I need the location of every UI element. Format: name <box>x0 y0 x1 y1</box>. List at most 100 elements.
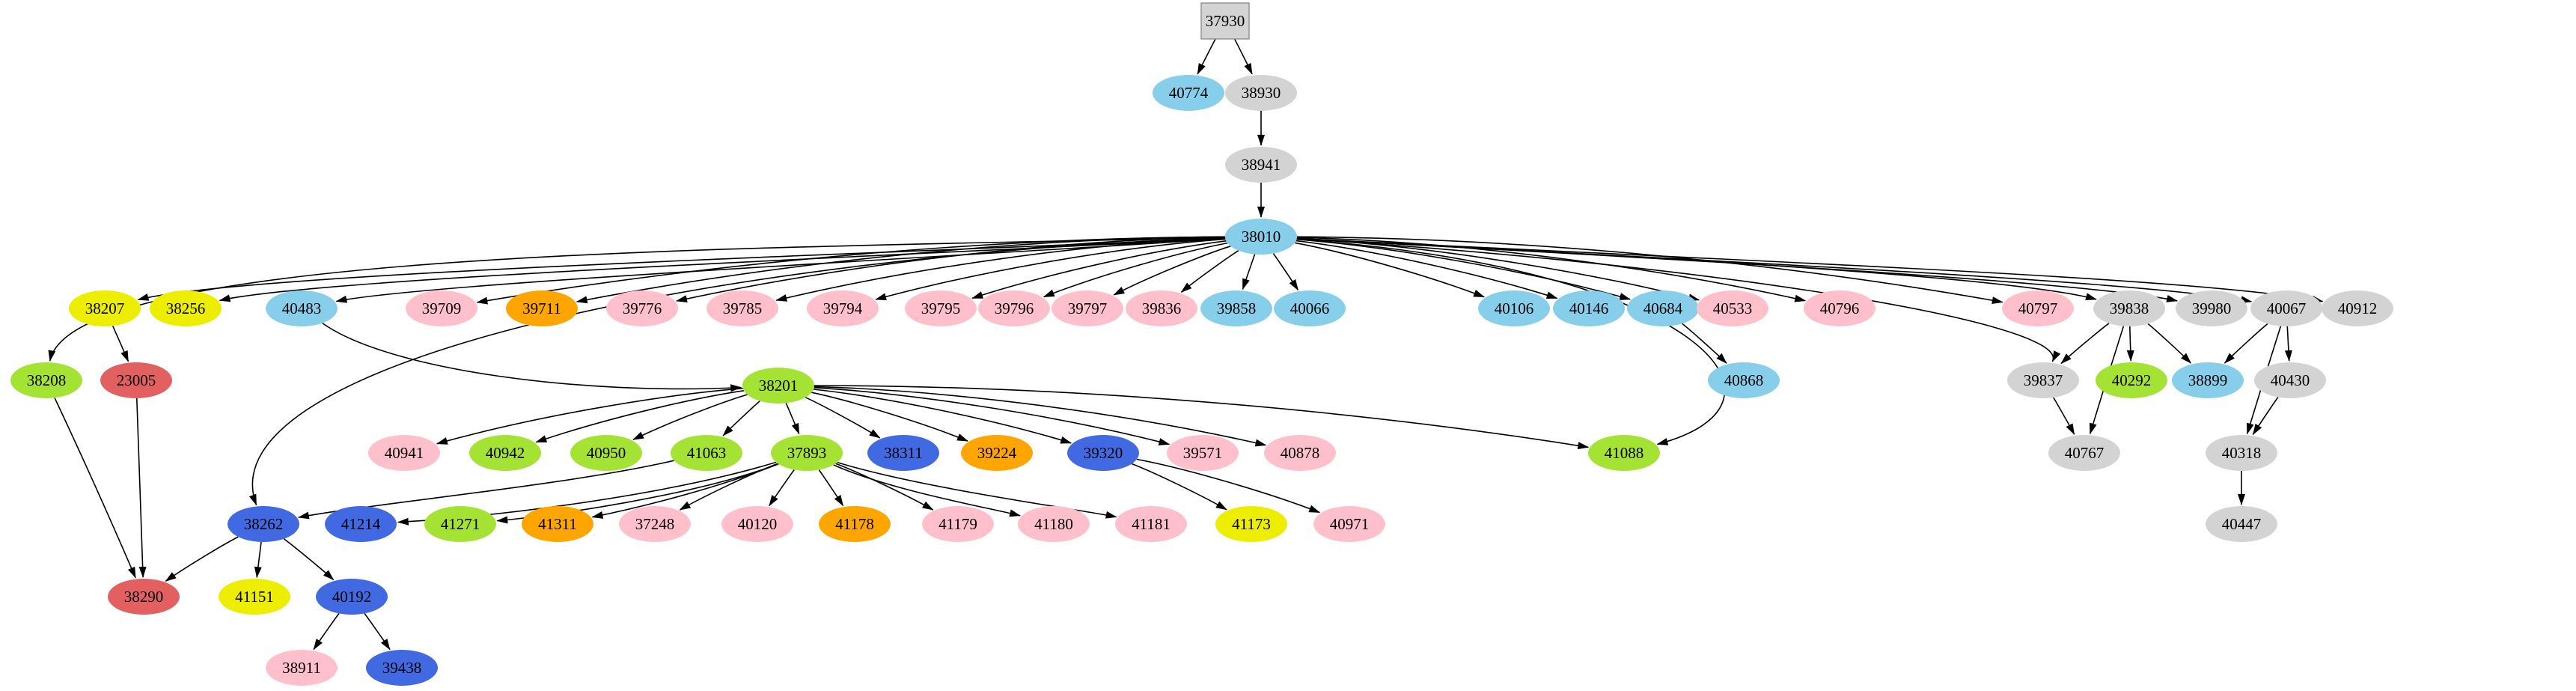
ellipse-node-shape[interactable] <box>150 290 222 326</box>
ellipse-node-shape[interactable] <box>1225 75 1297 111</box>
graph-node-40533[interactable]: 40533 <box>1697 290 1768 326</box>
ellipse-node-shape[interactable] <box>1264 435 1336 471</box>
ellipse-node-shape[interactable] <box>961 435 1033 471</box>
ellipse-node-shape[interactable] <box>10 362 82 398</box>
ellipse-node-shape[interactable] <box>742 368 814 404</box>
ellipse-node-shape[interactable] <box>316 579 388 615</box>
ellipse-node-shape[interactable] <box>1708 362 1780 398</box>
graph-node-38201[interactable]: 38201 <box>742 368 814 404</box>
ellipse-node-shape[interactable] <box>366 650 438 686</box>
ellipse-node-shape[interactable] <box>1627 290 1699 326</box>
ellipse-node-shape[interactable] <box>1553 290 1625 326</box>
ellipse-node-shape[interactable] <box>424 506 496 542</box>
graph-node-39785[interactable]: 39785 <box>706 290 778 326</box>
graph-node-40447[interactable]: 40447 <box>2206 506 2277 542</box>
ellipse-node-shape[interactable] <box>2176 290 2247 326</box>
ellipse-node-shape[interactable] <box>1200 290 1272 326</box>
ellipse-node-shape[interactable] <box>2250 290 2322 326</box>
graph-node-38930[interactable]: 38930 <box>1225 75 1297 111</box>
ellipse-node-shape[interactable] <box>922 506 994 542</box>
ellipse-node-shape[interactable] <box>2002 290 2074 326</box>
graph-node-38311[interactable]: 38311 <box>867 435 939 471</box>
graph-node-39836[interactable]: 39836 <box>1126 290 1197 326</box>
ellipse-node-shape[interactable] <box>570 435 642 471</box>
ellipse-node-shape[interactable] <box>266 650 338 686</box>
graph-node-39224[interactable]: 39224 <box>961 435 1033 471</box>
ellipse-node-shape[interactable] <box>771 435 843 471</box>
graph-node-40912[interactable]: 40912 <box>2322 290 2393 326</box>
graph-node-41063[interactable]: 41063 <box>671 435 742 471</box>
graph-node-39794[interactable]: 39794 <box>807 290 879 326</box>
ellipse-node-shape[interactable] <box>1018 506 1090 542</box>
ellipse-node-shape[interactable] <box>1478 290 1550 326</box>
ellipse-node-shape[interactable] <box>1804 290 1875 326</box>
ellipse-node-shape[interactable] <box>469 435 541 471</box>
graph-node-40120[interactable]: 40120 <box>721 506 793 542</box>
ellipse-node-shape[interactable] <box>1115 506 1187 542</box>
graph-node-40483[interactable]: 40483 <box>266 290 338 326</box>
graph-node-39980[interactable]: 39980 <box>2176 290 2247 326</box>
graph-node-39438[interactable]: 39438 <box>366 650 438 686</box>
graph-node-40318[interactable]: 40318 <box>2206 435 2277 471</box>
ellipse-node-shape[interactable] <box>867 435 939 471</box>
ellipse-node-shape[interactable] <box>1225 219 1297 255</box>
graph-node-39796[interactable]: 39796 <box>978 290 1050 326</box>
graph-node-37893[interactable]: 37893 <box>771 435 843 471</box>
graph-node-39795[interactable]: 39795 <box>905 290 977 326</box>
graph-node-37248[interactable]: 37248 <box>619 506 691 542</box>
graph-node-38207[interactable]: 38207 <box>69 290 141 326</box>
graph-node-40106[interactable]: 40106 <box>1478 290 1550 326</box>
graph-node-40971[interactable]: 40971 <box>1313 506 1385 542</box>
ellipse-node-shape[interactable] <box>100 362 172 398</box>
graph-node-40067[interactable]: 40067 <box>2250 290 2322 326</box>
graph-node-40878[interactable]: 40878 <box>1264 435 1336 471</box>
ellipse-node-shape[interactable] <box>506 290 578 326</box>
ellipse-node-shape[interactable] <box>2093 290 2165 326</box>
ellipse-node-shape[interactable] <box>2096 362 2167 398</box>
graph-node-38256[interactable]: 38256 <box>150 290 222 326</box>
graph-node-38208[interactable]: 38208 <box>10 362 82 398</box>
graph-node-41088[interactable]: 41088 <box>1588 435 1660 471</box>
ellipse-node-shape[interactable] <box>1153 75 1224 111</box>
graph-node-39776[interactable]: 39776 <box>606 290 678 326</box>
graph-node-38899[interactable]: 38899 <box>2172 362 2244 398</box>
ellipse-node-shape[interactable] <box>1052 290 1123 326</box>
graph-node-40192[interactable]: 40192 <box>316 579 388 615</box>
graph-node-41271[interactable]: 41271 <box>424 506 496 542</box>
ellipse-node-shape[interactable] <box>266 290 338 326</box>
graph-node-40797[interactable]: 40797 <box>2002 290 2074 326</box>
ellipse-node-shape[interactable] <box>522 506 593 542</box>
ellipse-node-shape[interactable] <box>368 435 440 471</box>
ellipse-node-shape[interactable] <box>1067 435 1139 471</box>
graph-node-41180[interactable]: 41180 <box>1018 506 1090 542</box>
graph-node-40941[interactable]: 40941 <box>368 435 440 471</box>
graph-node-40684[interactable]: 40684 <box>1627 290 1699 326</box>
ellipse-node-shape[interactable] <box>228 506 299 542</box>
graph-node-41179[interactable]: 41179 <box>922 506 994 542</box>
graph-node-41178[interactable]: 41178 <box>819 506 891 542</box>
graph-node-39320[interactable]: 39320 <box>1067 435 1139 471</box>
graph-node-40292[interactable]: 40292 <box>2096 362 2167 398</box>
graph-node-40868[interactable]: 40868 <box>1708 362 1780 398</box>
graph-node-40430[interactable]: 40430 <box>2254 362 2326 398</box>
ellipse-node-shape[interactable] <box>706 290 778 326</box>
graph-node-39837[interactable]: 39837 <box>2007 362 2079 398</box>
ellipse-node-shape[interactable] <box>69 290 141 326</box>
graph-node-41214[interactable]: 41214 <box>325 506 397 542</box>
ellipse-node-shape[interactable] <box>819 506 891 542</box>
ellipse-node-shape[interactable] <box>2322 290 2393 326</box>
ellipse-node-shape[interactable] <box>1215 506 1287 542</box>
ellipse-node-shape[interactable] <box>671 435 742 471</box>
graph-node-37930[interactable]: 37930 <box>1200 2 1250 40</box>
ellipse-node-shape[interactable] <box>1313 506 1385 542</box>
graph-node-38941[interactable]: 38941 <box>1225 147 1297 183</box>
graph-node-39797[interactable]: 39797 <box>1052 290 1123 326</box>
ellipse-node-shape[interactable] <box>2254 362 2326 398</box>
graph-node-40942[interactable]: 40942 <box>469 435 541 471</box>
graph-node-39858[interactable]: 39858 <box>1200 290 1272 326</box>
graph-node-40796[interactable]: 40796 <box>1804 290 1875 326</box>
ellipse-node-shape[interactable] <box>2048 435 2120 471</box>
graph-node-38262[interactable]: 38262 <box>228 506 299 542</box>
ellipse-node-shape[interactable] <box>325 506 397 542</box>
ellipse-node-shape[interactable] <box>2007 362 2079 398</box>
